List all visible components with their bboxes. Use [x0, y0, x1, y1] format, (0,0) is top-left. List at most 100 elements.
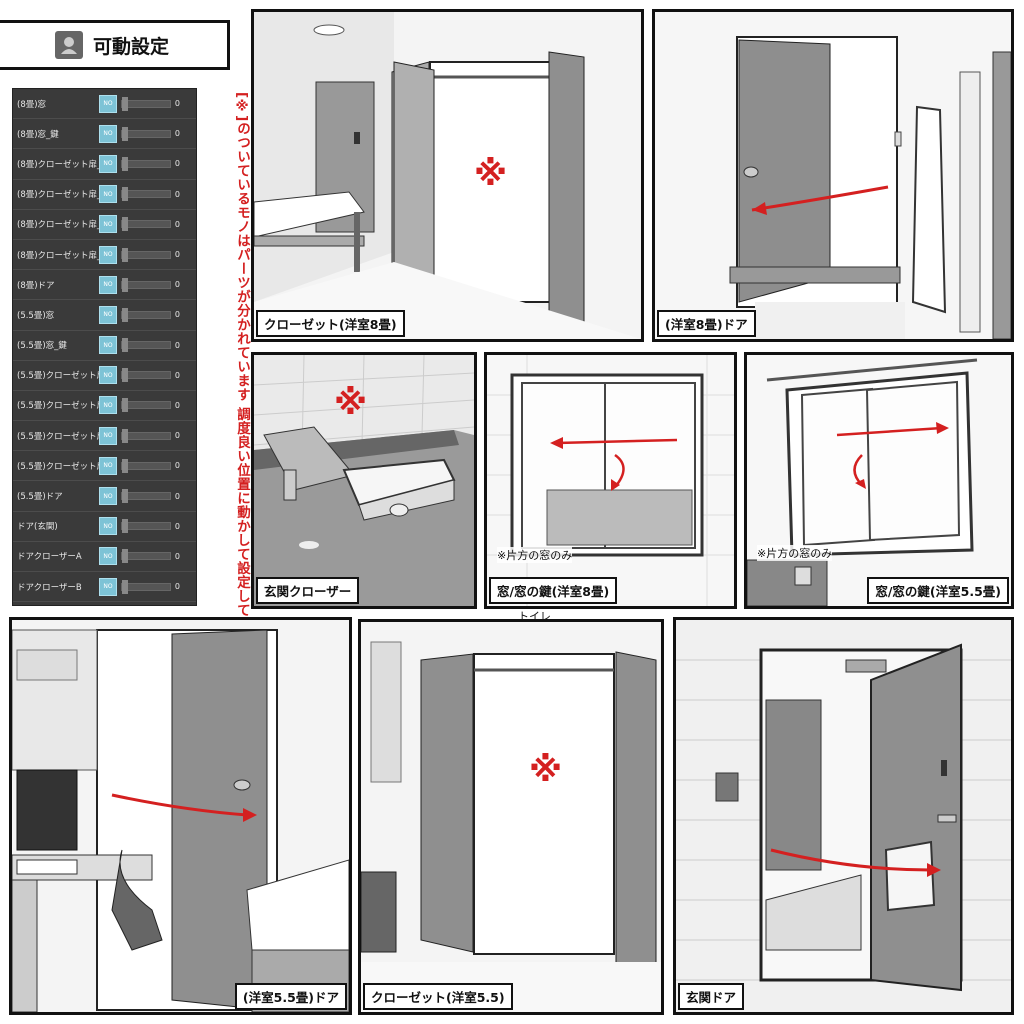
param-row[interactable]: (8畳)クローゼット扉_左2NO0 — [13, 240, 196, 271]
panel-door-55: (洋室5.5畳)ドア — [9, 617, 352, 1015]
param-value: 0 — [174, 521, 180, 531]
param-toggle-icon[interactable]: NO — [99, 215, 117, 234]
caption-closet-8: クローゼット(洋室8畳) — [256, 310, 405, 337]
separate-parts-mark: ※ — [334, 383, 368, 423]
param-label: (5.5畳)クローゼット扉_右 — [17, 371, 99, 382]
param-toggle-icon[interactable]: NO — [99, 426, 117, 445]
param-slider[interactable] — [121, 458, 171, 473]
param-row[interactable]: (8畳)窓 NO 0 — [13, 89, 196, 120]
param-label: (5.5畳)クローゼット扉_左 — [17, 431, 99, 442]
panel-window-55: ※片方の窓のみ 窓/窓の鍵(洋室5.5畳) — [744, 352, 1014, 609]
panel-door-8: (洋室8畳)ドア — [652, 9, 1014, 342]
param-toggle-icon[interactable]: NO — [99, 396, 117, 415]
param-row[interactable]: ドアクローザーB NO 0 — [13, 572, 196, 603]
caption-closer: 玄関クローザー — [256, 577, 360, 604]
param-label: (8畳)クローゼット扉_左 — [17, 220, 99, 231]
param-row[interactable]: (8畳)クローゼット扉_右NO 0 — [13, 149, 196, 180]
caption-entrance-door: 玄関ドア — [678, 983, 745, 1010]
param-toggle-icon[interactable]: NO — [99, 456, 117, 475]
param-toggle-icon[interactable]: NO — [99, 124, 117, 143]
param-label: (8畳)クローゼット扉_右2 — [17, 190, 99, 201]
param-slider[interactable] — [121, 428, 171, 443]
param-toggle-icon[interactable]: NO — [99, 336, 117, 355]
param-slider[interactable] — [121, 187, 171, 202]
param-row[interactable]: ドアクローザーA NO 0 — [13, 542, 196, 572]
param-label: (5.5畳)ドア — [17, 492, 63, 503]
param-label: ドア(玄関) — [17, 522, 58, 533]
param-toggle-icon[interactable]: NO — [99, 547, 117, 566]
caption-door-55: (洋室5.5畳)ドア — [234, 983, 347, 1010]
param-label: (5.5畳)窓 — [17, 310, 55, 321]
param-value: 0 — [174, 400, 180, 410]
param-value: 0 — [174, 551, 180, 561]
param-slider[interactable] — [121, 579, 171, 594]
param-row[interactable]: (5.5畳)窓_鍵 NO 0 — [13, 331, 196, 361]
param-slider[interactable] — [121, 126, 171, 141]
panel-closet-8: ※ クローゼット(洋室8畳) — [251, 9, 644, 342]
separate-parts-mark: ※ — [474, 154, 508, 194]
window-note-8: ※片方の窓のみ — [497, 547, 573, 563]
param-toggle-icon[interactable]: NO — [99, 517, 117, 536]
param-label: (8畳)ドア — [17, 280, 55, 291]
caption-window-8: 窓/窓の鍵(洋室8畳) — [489, 577, 618, 604]
param-row[interactable]: (8畳)ドア NO 0 — [13, 270, 196, 301]
movable-settings-icon — [55, 31, 83, 59]
param-value: 0 — [174, 159, 180, 169]
param-label: (5.5畳)窓_鍵 — [17, 341, 67, 352]
param-slider[interactable] — [121, 549, 171, 564]
param-row[interactable]: ドア(玄関) NO 0 — [13, 512, 196, 542]
param-row[interactable]: (8畳)クローゼット扉_右2NO0 — [13, 180, 196, 210]
param-value: 0 — [174, 431, 180, 441]
param-slider[interactable] — [121, 217, 171, 232]
param-value: 0 — [174, 370, 180, 380]
param-slider[interactable] — [121, 398, 171, 413]
param-value: 0 — [174, 340, 180, 350]
param-toggle-icon[interactable]: NO — [99, 487, 117, 506]
param-row[interactable]: (5.5畳)窓 NO 0 — [13, 300, 196, 331]
param-label: (8畳)クローゼット扉_右 — [17, 159, 99, 170]
param-toggle-icon[interactable]: NO — [99, 154, 117, 173]
param-slider[interactable] — [121, 519, 171, 534]
param-row[interactable]: (5.5畳)クローゼット扉_左2NO 0 — [13, 451, 196, 482]
param-slider[interactable] — [121, 156, 171, 171]
param-value: 0 — [174, 99, 180, 109]
panel-window-8: ※片方の窓のみ 窓/窓の鍵(洋室8畳) — [484, 352, 737, 609]
param-slider[interactable] — [121, 277, 171, 292]
param-label: (8畳)クローゼット扉_左2 — [17, 250, 99, 261]
param-row[interactable]: (5.5畳)クローゼット扉_右NO 0 — [13, 361, 196, 391]
note-line-1: [※]のついているモノはパーツが分かれています — [234, 92, 250, 402]
panel-closet-55: ※ クローゼット(洋室5.5) — [358, 619, 664, 1015]
param-row[interactable]: (5.5畳)クローゼット扉_左NO 0 — [13, 421, 196, 452]
param-label: ドアクローザーB — [17, 582, 82, 593]
param-value: 0 — [174, 280, 180, 290]
param-value: 0 — [174, 461, 180, 471]
param-row[interactable]: (5.5畳)クローゼット扉_右2NO0 — [13, 391, 196, 422]
param-slider[interactable] — [121, 489, 171, 504]
param-toggle-icon[interactable]: NO — [99, 94, 117, 113]
param-row[interactable]: (8畳)クローゼット扉_左NO0 — [13, 210, 196, 240]
param-value: 0 — [174, 491, 180, 501]
param-label: (8畳)窓_鍵 — [17, 129, 59, 140]
param-panel: (8畳)窓NO0(8畳)窓_鍵NO0(8畳)クローゼット扉_右NO0(8畳)クロ… — [12, 88, 197, 606]
param-value: 0 — [174, 582, 180, 592]
param-slider[interactable] — [121, 368, 171, 383]
window-note-55: ※片方の窓のみ — [757, 545, 833, 561]
param-toggle-icon[interactable]: NO — [99, 275, 117, 294]
page-title: 可動設定 — [93, 35, 170, 58]
param-slider[interactable] — [121, 338, 171, 353]
param-toggle-icon[interactable]: NO — [99, 245, 117, 264]
param-value: 0 — [174, 310, 180, 320]
param-row[interactable]: (5.5畳)ドア NO 0 — [13, 481, 196, 512]
param-toggle-icon[interactable]: NO — [99, 366, 117, 385]
param-slider[interactable] — [121, 247, 171, 262]
instruction-note: [※]のついているモノはパーツが分かれています 調度良い位置に動かして設定してく… — [222, 92, 250, 687]
param-toggle-icon[interactable]: NO — [99, 305, 117, 324]
param-slider[interactable] — [121, 307, 171, 322]
param-label: ドアクローザーA — [17, 552, 82, 563]
param-label: (8畳)窓 — [17, 99, 47, 110]
param-slider[interactable] — [121, 96, 171, 111]
param-toggle-icon[interactable]: NO — [99, 185, 117, 204]
param-label: (5.5畳)クローゼット扉_左2 — [17, 461, 99, 472]
param-toggle-icon[interactable]: NO — [99, 577, 117, 596]
